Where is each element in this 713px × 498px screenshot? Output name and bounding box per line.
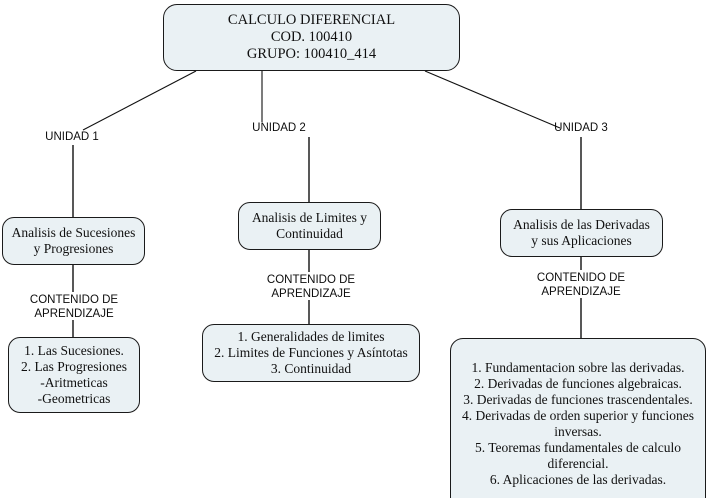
content-node-unit3-line-6: 6. Aplicaciones de las derivadas. — [489, 471, 667, 487]
content-node-unit2-line-2: 2. Limites de Funciones y Asíntotas — [214, 345, 408, 361]
content-node-unit3-line-1: 1. Fundamentacion sobre las derivadas. — [471, 360, 685, 376]
root-title-line-3: GRUPO: 100410_414 — [246, 46, 377, 63]
content-node-unit1-line-3: -Aritmeticas — [40, 375, 108, 390]
content-heading-1: CONTENIDO DE APRENDIZAJE — [29, 294, 119, 321]
content-node-unit1-line-1: 1. Las Sucesiones. — [24, 343, 124, 359]
unit-label-3: UNIDAD 3 — [554, 122, 608, 134]
content-node-unit3[interactable]: 1. Fundamentacion sobre las derivadas. 2… — [450, 338, 706, 498]
content-heading-2: CONTENIDO DE APRENDIZAJE — [266, 274, 356, 301]
concept-node-unit2[interactable]: Analisis de Limites y Continuidad — [238, 202, 381, 250]
root-title-node[interactable]: CALCULO DIFERENCIAL COD. 100410 GRUPO: 1… — [163, 4, 460, 71]
content-heading-3: CONTENIDO DE APRENDIZAJE — [536, 272, 626, 299]
content-node-unit3-line-2: 2. Derivadas de funciones algebraicas. — [474, 376, 682, 392]
concept-node-unit1[interactable]: Analisis de Sucesiones y Progresiones — [2, 217, 145, 265]
content-node-unit2-line-1: 1. Generalidades de limites — [237, 329, 385, 345]
content-node-unit2-line-3: 3. Continuidad — [270, 360, 352, 376]
content-node-unit2[interactable]: 1. Generalidades de limites 2. Limites d… — [202, 324, 420, 382]
content-node-unit3-line-5: 5. Teoremas fundamentales de calculo dif… — [474, 439, 682, 471]
concept-node-unit3-line-1: Analisis de las Derivadas — [513, 217, 650, 233]
content-node-unit1-line-2: 2. Las Progresiones — [20, 359, 128, 375]
concept-node-unit3-line-2: y sus Aplicaciones — [531, 233, 632, 248]
content-node-unit1[interactable]: 1. Las Sucesiones. 2. Las Progresiones -… — [8, 337, 140, 413]
content-node-unit1-line-4: -Geometricas — [37, 390, 111, 406]
content-node-unit3-line-3: 3. Derivadas de funciones trascendentale… — [463, 392, 693, 408]
root-title-line-2: COD. 100410 — [270, 28, 353, 45]
concept-node-unit1-line-2: y Progresiones — [33, 241, 114, 256]
unit-label-2: UNIDAD 2 — [252, 122, 306, 134]
concept-node-unit2-line-2: Continuidad — [276, 226, 343, 241]
unit-label-1: UNIDAD 1 — [45, 131, 99, 143]
root-title-line-1: CALCULO DIFERENCIAL — [227, 11, 396, 28]
content-node-unit3-line-4: 4. Derivadas de orden superior y funcion… — [461, 408, 695, 439]
edge-root-to-unit1 — [82, 70, 197, 131]
edge-root-to-unit3 — [424, 70, 561, 129]
concept-node-unit3[interactable]: Analisis de las Derivadas y sus Aplicaci… — [500, 209, 663, 257]
concept-node-unit2-line-1: Analisis de Limites y — [251, 210, 368, 226]
concept-node-unit1-line-1: Analisis de Sucesiones — [11, 225, 136, 241]
